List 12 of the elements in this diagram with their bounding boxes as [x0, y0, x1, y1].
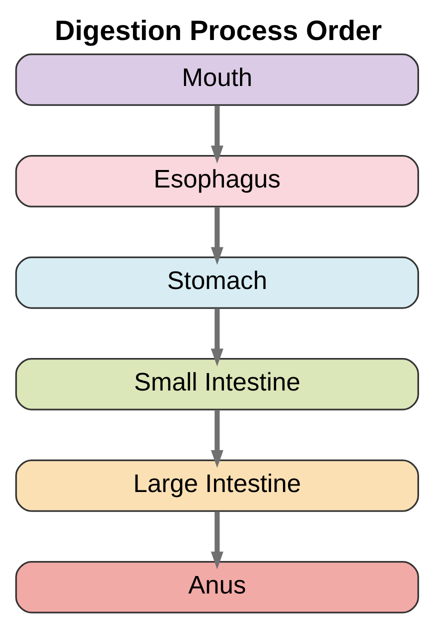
- node-box: Stomach: [14, 256, 419, 309]
- node-box: Large Intestine: [14, 459, 419, 512]
- arrow: [210, 105, 223, 164]
- node-box: Mouth: [14, 54, 419, 106]
- node-box: Anus: [14, 560, 419, 614]
- arrow: [210, 206, 223, 265]
- arrow: [210, 410, 223, 468]
- diagram-title: Digestion Process Order: [54, 14, 382, 46]
- arrow: [210, 308, 223, 366]
- arrow: [210, 511, 223, 570]
- node-box: Small Intestine: [14, 358, 419, 410]
- node-box: Esophagus: [14, 155, 419, 208]
